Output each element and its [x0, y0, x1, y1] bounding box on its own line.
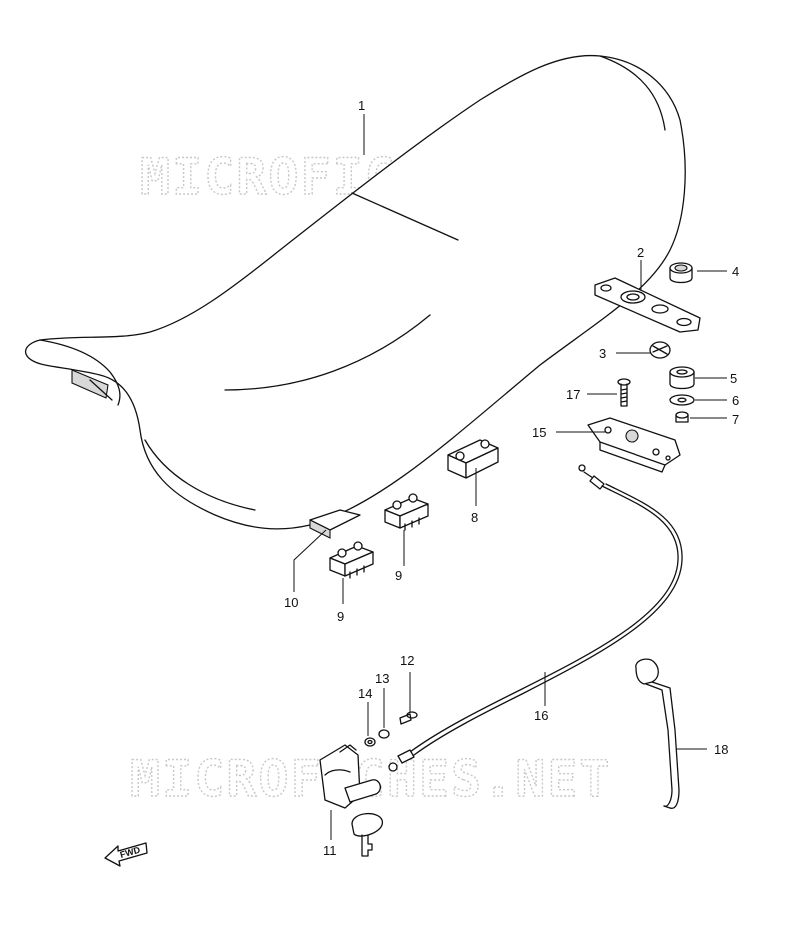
callout-16: 16 — [534, 708, 548, 723]
seat-lock-cable-part — [388, 464, 683, 772]
nut-part — [675, 411, 689, 423]
callout-13: 13 — [375, 671, 389, 686]
callout-1: 1 — [358, 98, 365, 113]
hinge-bracket-part — [594, 277, 701, 333]
callout-12: 12 — [400, 653, 414, 668]
fwd-arrow-icon: FWD — [104, 842, 148, 867]
rubber-stopper-lower-part — [329, 541, 374, 579]
callout-3: 3 — [599, 346, 606, 361]
watermark-bottom: MICROFICHES.NET — [130, 750, 612, 808]
rubber-cap-part — [669, 262, 693, 284]
callout-18: 18 — [714, 742, 728, 757]
callout-10: 10 — [284, 595, 298, 610]
screw-part — [617, 378, 631, 407]
lock-plate-part — [587, 417, 681, 473]
spring-washer-part — [378, 729, 390, 739]
callout-8: 8 — [471, 510, 478, 525]
rubber-stopper-upper-part — [384, 493, 429, 531]
washer-small-part — [364, 737, 376, 747]
callout-7: 7 — [732, 412, 739, 427]
washer-part — [669, 394, 695, 406]
seat-lock-set-part — [319, 744, 383, 857]
seat-cushion-block-part — [447, 439, 499, 479]
callout-5: 5 — [730, 371, 737, 386]
callout-6: 6 — [732, 393, 739, 408]
damper-part — [649, 341, 671, 359]
seat-part — [24, 54, 686, 539]
callout-2: 2 — [637, 245, 644, 260]
callout-11: 11 — [323, 843, 337, 858]
callout-numbers: 1 2 3 4 5 6 7 8 9 9 10 11 12 13 14 15 16… — [284, 98, 739, 858]
callout-4: 4 — [732, 264, 739, 279]
helmet-wire-part — [635, 658, 680, 809]
callout-15: 15 — [532, 425, 546, 440]
callout-9-lower: 9 — [337, 609, 344, 624]
callout-9-upper: 9 — [395, 568, 402, 583]
screw-small-part — [399, 711, 418, 725]
callout-17: 17 — [566, 387, 580, 402]
callout-14: 14 — [358, 686, 372, 701]
cushion-part — [669, 366, 695, 390]
leader-lines — [293, 114, 727, 840]
